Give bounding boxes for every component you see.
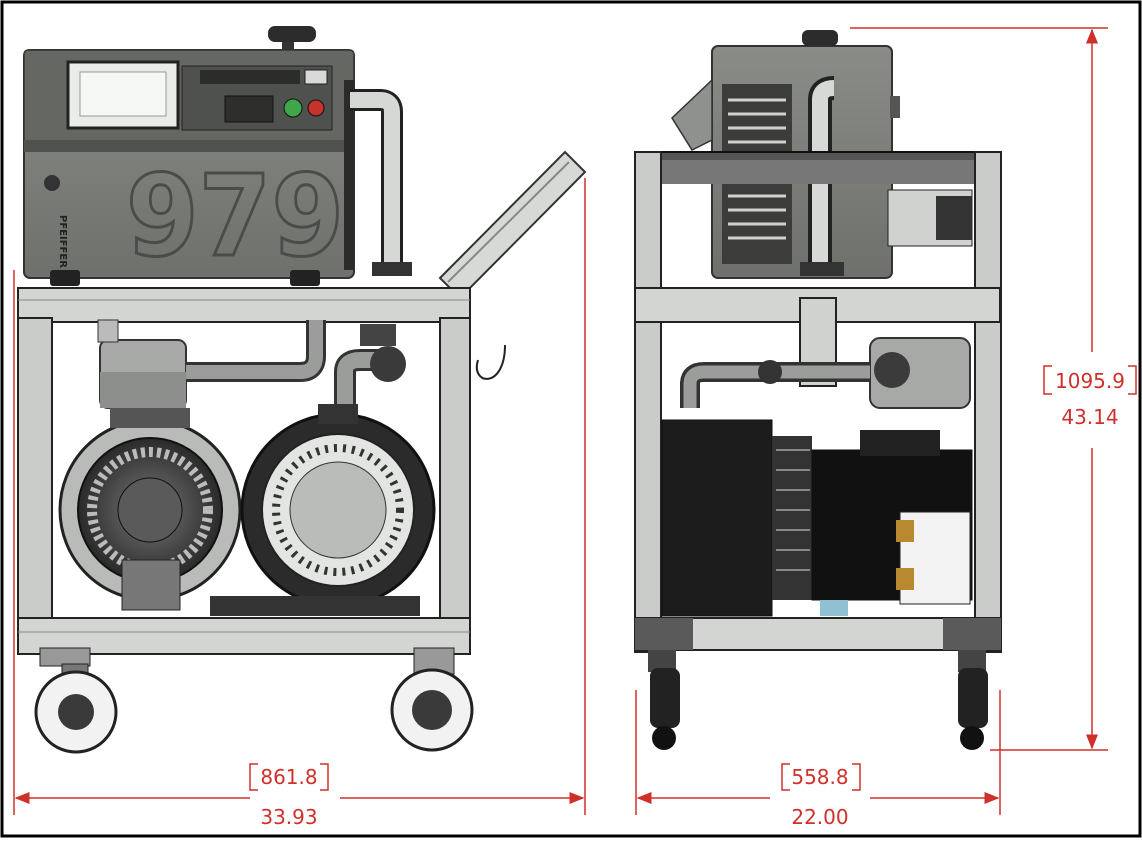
booster-pump: [97, 319, 326, 409]
stop-button: [307, 99, 325, 117]
dimension-height: [850, 27, 1137, 751]
width-in: 33.93: [260, 805, 317, 829]
cart-handle: [438, 150, 587, 380]
fan-motor-left: [58, 408, 242, 611]
start-button: [283, 98, 303, 118]
caster-side-left: [648, 650, 680, 750]
scroll-pump-side: [661, 419, 973, 617]
scroll-pump-front: [210, 404, 436, 616]
dimension-width: [13, 178, 586, 815]
side-view: [634, 30, 1002, 750]
width-mm: 861.8: [260, 765, 317, 789]
booster-pump-side: [680, 337, 971, 409]
front-view: 979 PFEIFFER: [17, 26, 587, 754]
height-mm: 1095.9: [1055, 369, 1125, 393]
height-in: 43.14: [1061, 405, 1118, 429]
depth-mm: 558.8: [791, 765, 848, 789]
caster-front-left: [34, 647, 118, 754]
controller-box: 979 PFEIFFER: [23, 26, 355, 286]
caster-front-right: [390, 647, 474, 752]
depth-in: 22.00: [791, 805, 848, 829]
dimension-depth: [635, 690, 1001, 815]
cart-frame-front: [17, 287, 471, 655]
caster-side-right: [958, 650, 988, 750]
cart-frame-side: [634, 151, 1002, 653]
brand-logo-text: PFEIFFER: [57, 215, 68, 268]
brand-logo-icon: [44, 175, 60, 191]
unit-model-number: 979: [126, 152, 344, 282]
